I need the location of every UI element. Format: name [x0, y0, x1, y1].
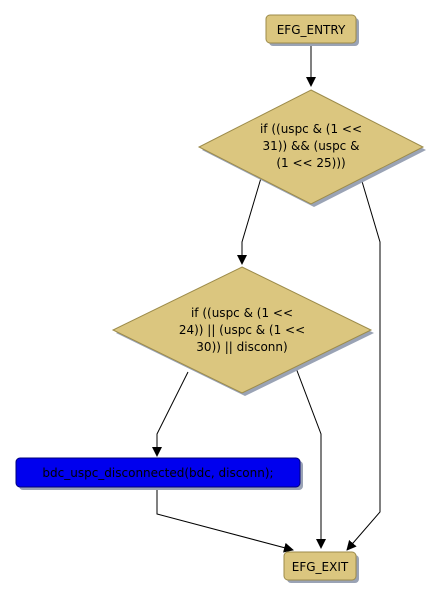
- condition-node-1-line-3: (1 << 25))): [276, 156, 345, 170]
- condition-node-2-line-1: if ((uspc & (1 <<: [191, 306, 293, 320]
- condition-node-1-line-2: 31)) && (uspc &: [263, 139, 360, 153]
- condition-node-2[interactable]: if ((uspc & (1 << 24)) || (uspc & (1 << …: [111, 266, 374, 396]
- edge-cond2-to-exit: [295, 367, 326, 549]
- condition-node-2-line-2: 24)) || (uspc & (1 <<: [179, 323, 305, 337]
- condition-node-1[interactable]: if ((uspc & (1 << 31)) && (uspc & (1 << …: [197, 89, 426, 207]
- entry-node-box: [265, 14, 357, 44]
- entry-node-label: EFG_ENTRY: [277, 23, 346, 37]
- condition-node-2-line-3: 30)) || disconn): [196, 340, 287, 354]
- edges: [152, 45, 381, 553]
- condition-node-2-diamond: [111, 266, 373, 394]
- call-node-label: bdc_uspc_disconnected(bdc, disconn);: [42, 466, 273, 480]
- call-node-box: [15, 457, 301, 488]
- edge-cond2-to-call: [152, 371, 189, 457]
- edge-call-to-exit: [156, 488, 294, 553]
- exit-node-box: [283, 551, 357, 581]
- exit-node[interactable]: EFG_EXIT: [283, 551, 359, 583]
- condition-node-1-diamond: [197, 89, 425, 205]
- exit-node-label: EFG_EXIT: [292, 560, 349, 574]
- entry-node[interactable]: EFG_ENTRY: [265, 14, 359, 46]
- edge-cond1-to-exit: [346, 177, 381, 551]
- call-node[interactable]: bdc_uspc_disconnected(bdc, disconn);: [15, 457, 303, 490]
- condition-node-1-line-1: if ((uspc & (1 <<: [260, 122, 362, 136]
- edge-cond1-to-cond2: [237, 177, 262, 265]
